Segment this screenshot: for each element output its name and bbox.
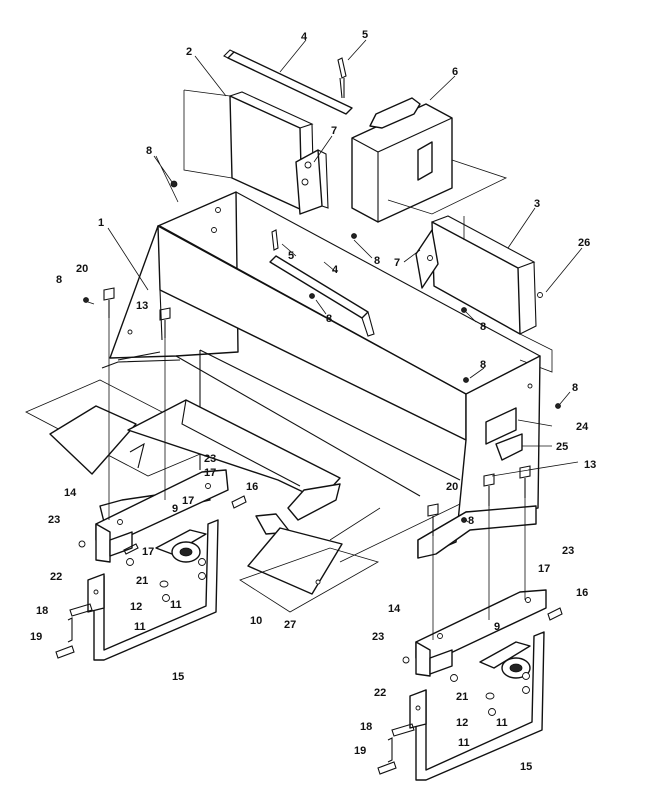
leader-lines xyxy=(87,39,583,523)
callout-20-left: 20 xyxy=(76,263,88,275)
callout-10: 10 xyxy=(250,615,262,627)
callout-12-left: 12 xyxy=(130,601,142,613)
callout-26: 26 xyxy=(578,237,590,249)
callout-16-left: 16 xyxy=(246,481,258,493)
callout-17-left-low: 17 xyxy=(142,546,154,558)
callout-11-right-b: 11 xyxy=(458,737,470,749)
callout-8-left: 8 xyxy=(56,274,62,286)
callout-8-far-right: 8 xyxy=(572,382,578,394)
callout-7-left: 7 xyxy=(331,125,337,137)
left-bearing-assembly xyxy=(55,469,247,661)
alignment-lines xyxy=(108,318,526,640)
callout-5-middle: 5 xyxy=(288,250,294,262)
callout-16-right: 16 xyxy=(576,587,588,599)
callout-25: 25 xyxy=(556,441,568,453)
callout-17-left-upper: 17 xyxy=(204,467,216,479)
callout-2: 2 xyxy=(186,46,192,58)
bolts xyxy=(83,180,561,536)
agitator-assembly xyxy=(25,379,341,535)
callout-27: 27 xyxy=(284,619,296,631)
callout-23-right-upper: 23 xyxy=(562,545,574,557)
callout-24: 24 xyxy=(576,421,589,433)
callout-8-middle-top: 8 xyxy=(374,255,380,267)
deflector-plate xyxy=(239,527,380,613)
callout-5-top: 5 xyxy=(362,29,368,41)
callout-labels: 4 5 2 6 7 8 1 3 26 5 4 8 7 20 8 13 8 8 8… xyxy=(30,29,596,773)
callout-9-left: 9 xyxy=(172,503,178,515)
callout-22-left: 22 xyxy=(50,571,62,583)
callout-19-right: 19 xyxy=(354,745,366,757)
callout-12-right: 12 xyxy=(456,717,468,729)
bracket-right xyxy=(415,229,439,289)
callout-3: 3 xyxy=(534,198,540,210)
callout-13-left: 13 xyxy=(136,300,148,312)
callout-15-left: 15 xyxy=(172,671,184,683)
callout-11-left-b: 11 xyxy=(134,621,146,633)
callout-22-right: 22 xyxy=(374,687,386,699)
callout-17-left-mid: 17 xyxy=(182,495,194,507)
right-bearing-assembly xyxy=(377,589,563,781)
callout-1: 1 xyxy=(98,217,104,229)
callout-4-top: 4 xyxy=(301,31,308,43)
callout-6: 6 xyxy=(452,66,458,78)
callout-15-right: 15 xyxy=(520,761,532,773)
handle-rod-middle xyxy=(269,255,375,337)
callout-8-right-a: 8 xyxy=(480,321,486,333)
callout-18-right: 18 xyxy=(360,721,372,733)
callout-8-top-left: 8 xyxy=(146,145,152,157)
callout-8-right-b: 8 xyxy=(480,359,486,371)
lynch-pin-middle xyxy=(271,229,279,251)
callout-23-left-upper: 23 xyxy=(204,453,216,465)
center-weight xyxy=(351,97,508,223)
callout-4-middle: 4 xyxy=(332,264,339,276)
callout-14-right: 14 xyxy=(388,603,401,615)
callout-23-left: 23 xyxy=(48,514,60,526)
callout-19-left: 19 xyxy=(30,631,42,643)
callout-13-right: 13 xyxy=(584,459,596,471)
callout-18-left: 18 xyxy=(36,605,48,617)
callout-21-left: 21 xyxy=(136,575,148,587)
side-weight-right xyxy=(431,215,553,373)
callout-21-right: 21 xyxy=(456,691,468,703)
callout-14-left: 14 xyxy=(64,487,77,499)
callout-23-right: 23 xyxy=(372,631,384,643)
callout-8-lower-right: 8 xyxy=(468,515,474,527)
bracket-left-upper xyxy=(295,149,329,215)
handle-rod-upper xyxy=(223,49,353,115)
callout-20-right: 20 xyxy=(446,481,458,493)
callout-17-right-upper: 17 xyxy=(538,563,550,575)
callout-11-left-a: 11 xyxy=(170,599,182,611)
callout-9-right: 9 xyxy=(494,621,500,633)
side-weight-left xyxy=(183,89,315,211)
callout-7-right: 7 xyxy=(394,257,400,269)
lynch-pin-upper xyxy=(337,57,347,99)
callout-8-middle: 8 xyxy=(326,313,332,325)
callout-11-right-a: 11 xyxy=(496,717,508,729)
